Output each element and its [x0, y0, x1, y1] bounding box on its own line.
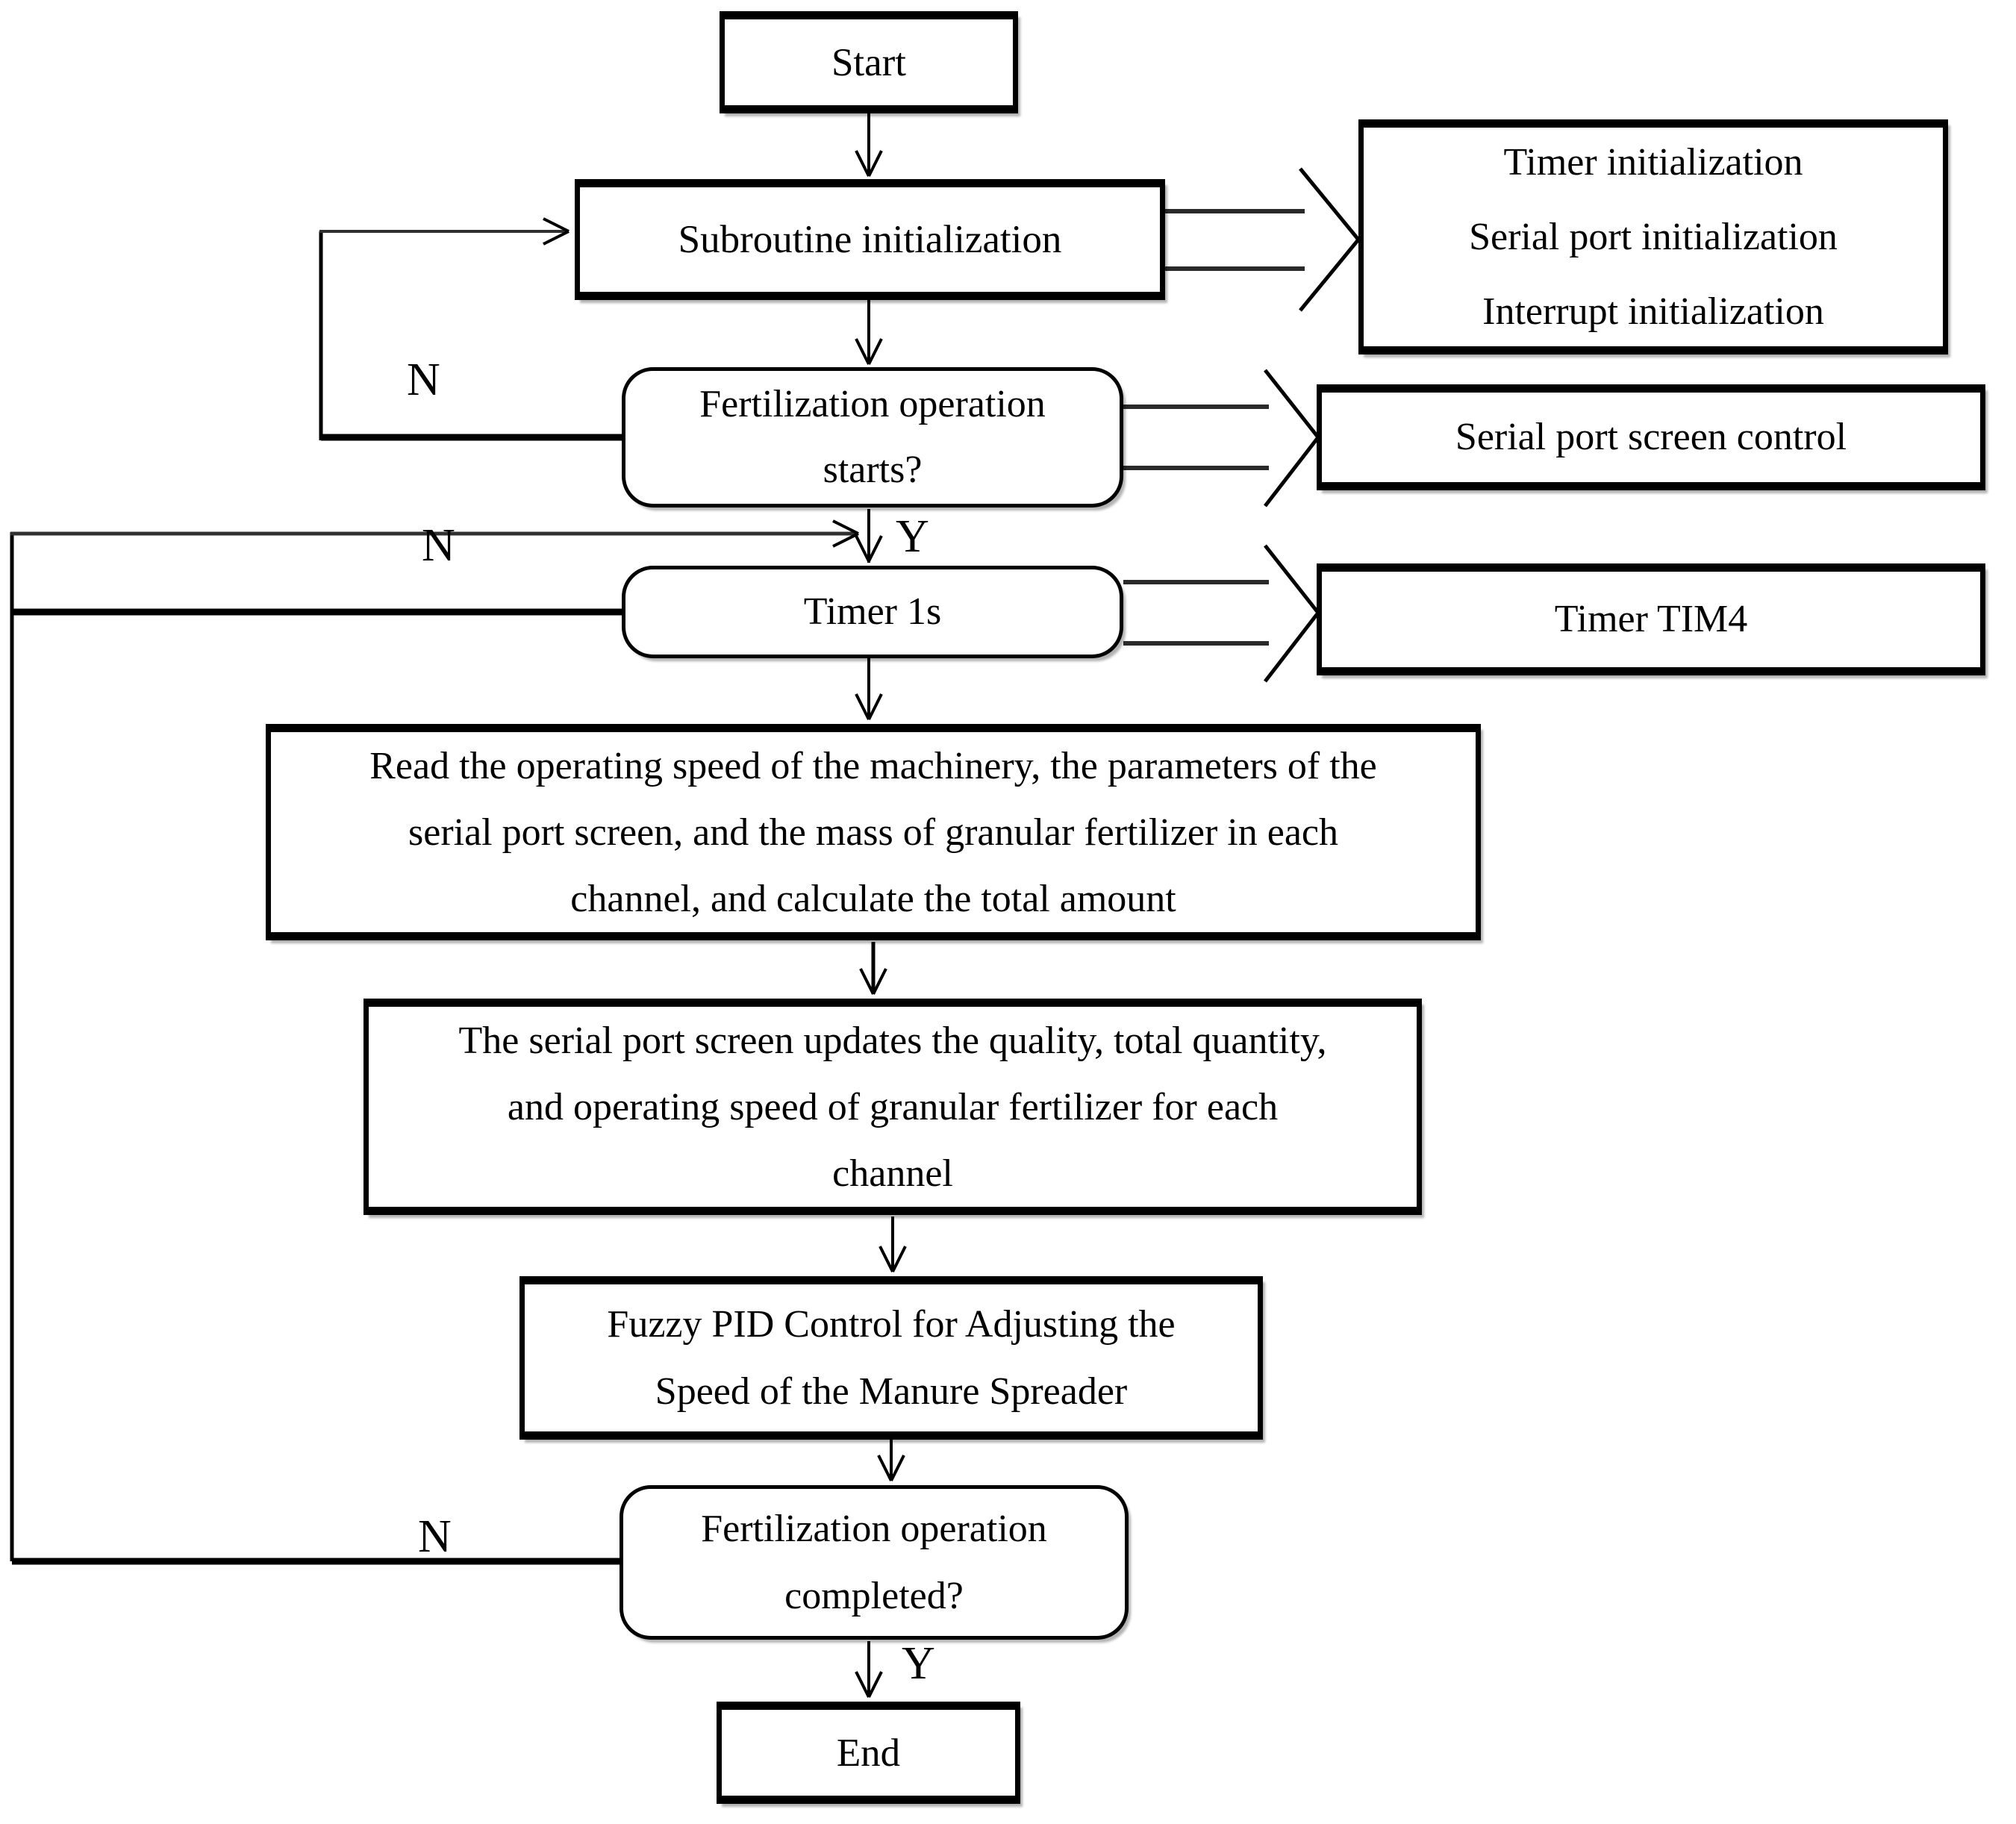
read-line-2: serial port screen, and the mass of gran…	[408, 811, 1338, 854]
fuzzy-line-2: Speed of the Manure Spreader	[655, 1369, 1128, 1413]
starts-line-2: starts?	[823, 449, 923, 491]
updates-line-2: and operating speed of granular fertiliz…	[507, 1085, 1279, 1128]
label-y-completed: Y	[902, 1638, 935, 1689]
node-timer-tim4: Timer TIM4	[1317, 563, 1985, 675]
node-end-label: End	[836, 1731, 901, 1775]
completed-line-1: Fertilization operation	[701, 1507, 1047, 1550]
fuzzy-line-1: Fuzzy PID Control for Adjusting the	[607, 1302, 1176, 1346]
label-n-starts: N	[407, 355, 440, 405]
node-fertilization-completed-decision: Fertilization operation completed?	[620, 1485, 1129, 1640]
node-start-label: Start	[831, 40, 907, 84]
node-timer-1s: Timer 1s	[622, 566, 1123, 658]
arrowhead-into-end	[855, 1671, 883, 1698]
node-start: Start	[720, 11, 1018, 113]
node-fertilization-starts-decision: Fertilization operation starts?	[622, 367, 1123, 507]
starts-line-1: Fertilization operation	[699, 383, 1046, 425]
arrowhead-into-timer1s	[855, 535, 883, 562]
read-line-3: channel, and calculate the total amount	[570, 877, 1176, 920]
node-initialization-list: Timer initialization Serial port initial…	[1358, 119, 1948, 355]
node-read-parameters: Read the operating speed of the machiner…	[266, 724, 1481, 940]
arrowhead-into-subroutine	[855, 150, 883, 177]
node-end: End	[717, 1702, 1020, 1804]
arrowhead-into-subroutine-left	[543, 217, 569, 246]
arrowhead-into-updates	[859, 968, 887, 995]
init-list-line-2: Serial port initialization	[1469, 215, 1838, 258]
arrowhead-into-read	[855, 693, 883, 720]
label-n-completed: N	[418, 1511, 452, 1562]
arrowhead-into-completed	[877, 1455, 905, 1481]
node-fuzzy-pid-control: Fuzzy PID Control for Adjusting the Spee…	[519, 1276, 1263, 1440]
arrowhead-into-timer1s-junction	[832, 519, 859, 548]
node-subroutine-label: Subroutine initialization	[678, 218, 1062, 261]
node-screen-updates: The serial port screen updates the quali…	[363, 999, 1422, 1215]
read-line-1: Read the operating speed of the machiner…	[369, 744, 1377, 787]
block-arrow-serial-chevron	[1264, 369, 1321, 507]
block-arrow-tim4-chevron	[1264, 544, 1321, 683]
arrowhead-into-starts	[855, 338, 883, 365]
block-arrow-init-chevron	[1299, 167, 1361, 312]
label-y-starts: Y	[896, 511, 929, 562]
arrowhead-into-fuzzy	[879, 1246, 907, 1272]
node-serial-port-screen-control: Serial port screen control	[1317, 384, 1985, 490]
node-subroutine-initialization: Subroutine initialization	[575, 179, 1165, 300]
updates-line-3: channel	[832, 1152, 953, 1195]
init-list-line-1: Timer initialization	[1503, 140, 1803, 184]
tim4-label: Timer TIM4	[1554, 598, 1748, 640]
timer1s-label: Timer 1s	[803, 590, 942, 633]
label-n-timer: N	[422, 520, 455, 571]
init-list-line-3: Interrupt initialization	[1482, 290, 1824, 333]
updates-line-1: The serial port screen updates the quali…	[458, 1019, 1327, 1062]
serial-control-label: Serial port screen control	[1455, 416, 1847, 458]
completed-line-2: completed?	[784, 1574, 964, 1617]
